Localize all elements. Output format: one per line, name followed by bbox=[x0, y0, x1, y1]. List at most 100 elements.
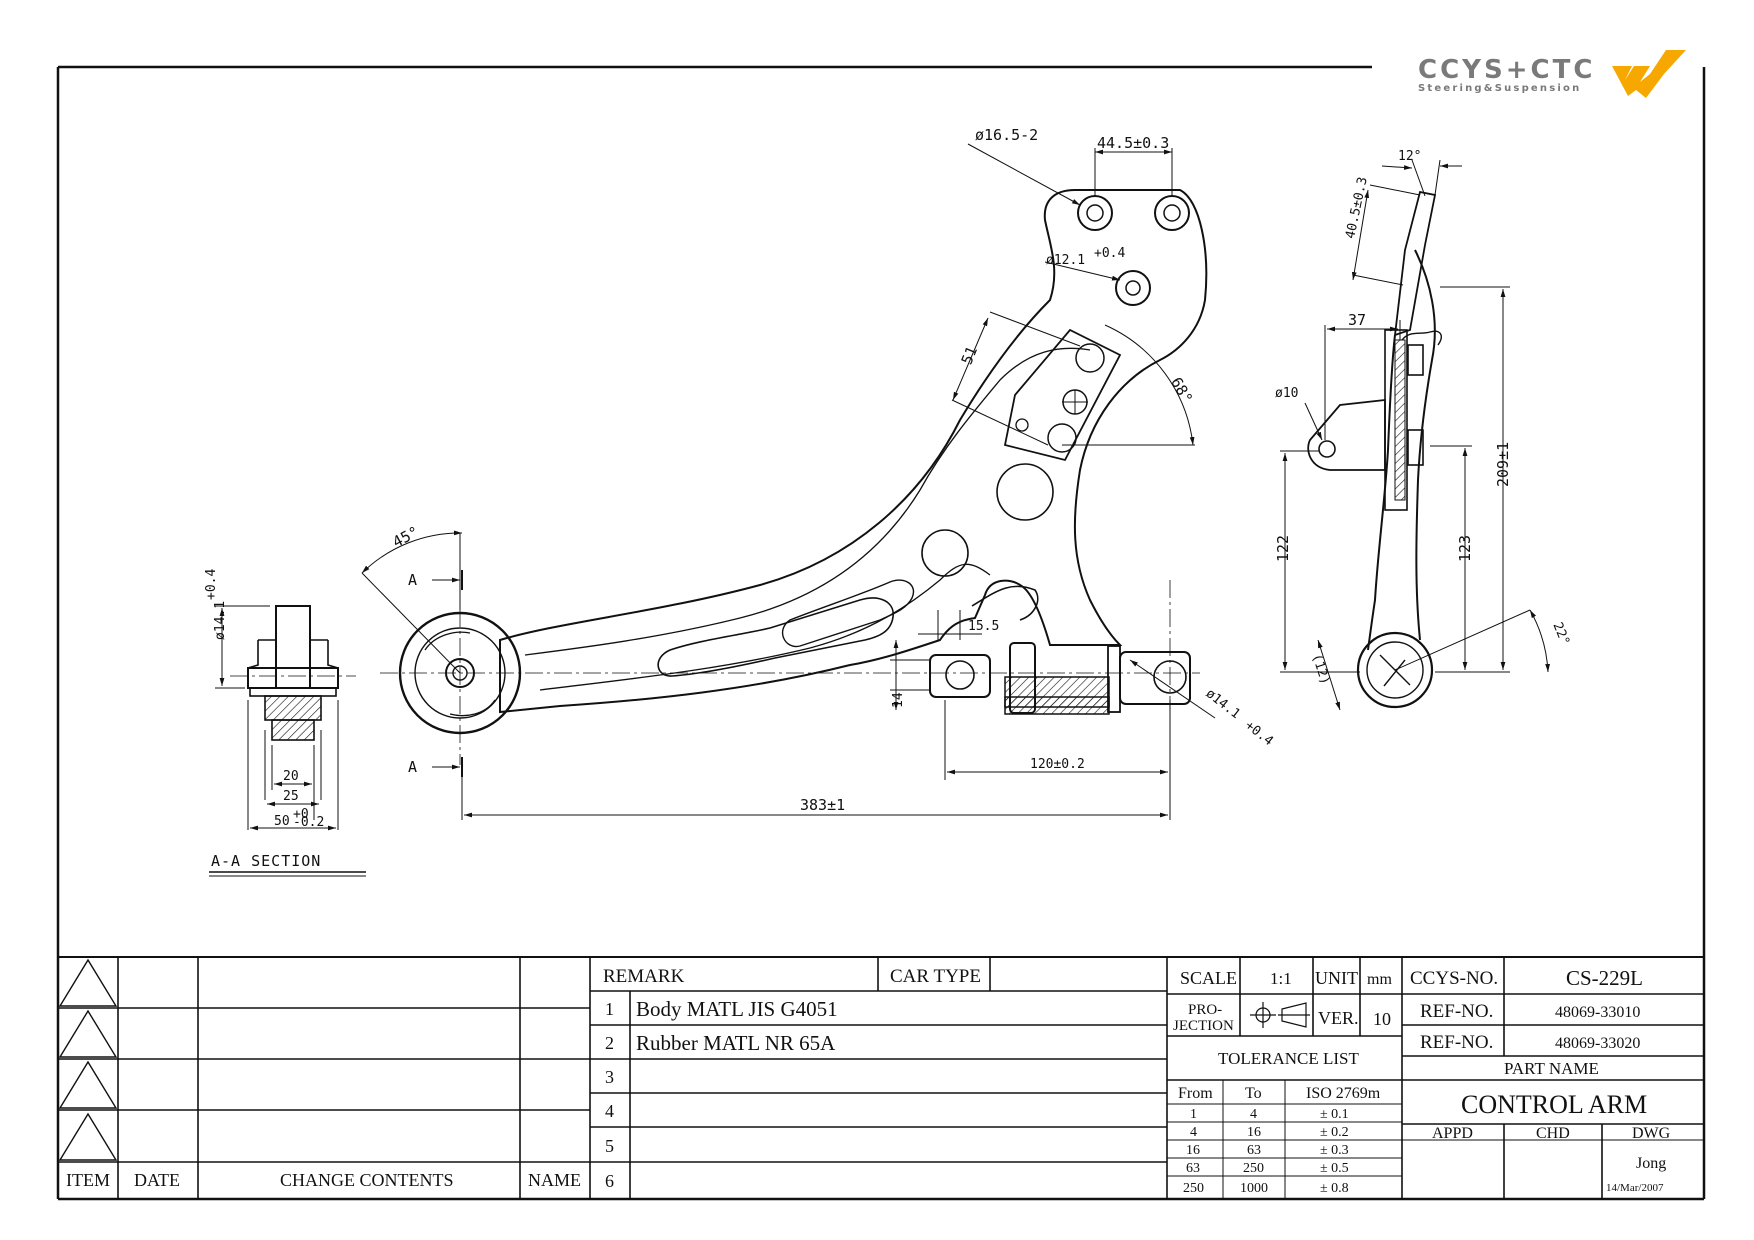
side-37: 37 bbox=[1348, 311, 1366, 329]
company-logo: CCYS+CTC Steering&Suspension bbox=[1418, 50, 1686, 98]
main-view-labels: ø16.5-2 44.5±0.3 ø12.1 +0.4 51 68° 45° A… bbox=[390, 126, 1276, 814]
side-209: 209±1 bbox=[1494, 442, 1512, 487]
ref1-value: 48069-33010 bbox=[1555, 1004, 1640, 1021]
side-d10: ø10 bbox=[1275, 386, 1298, 401]
aa-section-view bbox=[230, 605, 356, 741]
tol-r3-from: 16 bbox=[1186, 1143, 1200, 1158]
dwg-name: Jong bbox=[1636, 1155, 1666, 1172]
sec-50-tol-upper: +0 bbox=[293, 807, 309, 822]
side-angle-22: 22° bbox=[1549, 620, 1572, 647]
ver-value: 10 bbox=[1373, 1009, 1391, 1029]
dim-bushing-dia-tol: +0.4 bbox=[1242, 718, 1276, 749]
sec-dia-tol: +0.4 bbox=[204, 569, 219, 600]
ref2-value: 48069-33020 bbox=[1555, 1035, 1640, 1052]
aa-section-dimensions bbox=[209, 605, 366, 877]
rev-header-change: CHANGE CONTENTS bbox=[280, 1170, 454, 1190]
sheet-border bbox=[56, 65, 1706, 1201]
side-40-5: 40.5±0.3 bbox=[1343, 176, 1371, 240]
tol-r1-from: 1 bbox=[1190, 1107, 1197, 1122]
main-view-dimensions bbox=[361, 143, 1216, 820]
unit-label: UNIT bbox=[1315, 968, 1358, 988]
unit-value: mm bbox=[1367, 971, 1392, 988]
side-view bbox=[1307, 190, 1442, 709]
side-123: 123 bbox=[1456, 535, 1474, 562]
projection-label-1: PRO- bbox=[1188, 1002, 1222, 1018]
tol-r5-from: 250 bbox=[1183, 1181, 1204, 1196]
dim-bushing-dia: ø14.1 bbox=[1203, 686, 1243, 722]
tol-r5-to: 1000 bbox=[1240, 1181, 1268, 1196]
dim-hole-spacing: 44.5±0.3 bbox=[1097, 134, 1169, 152]
dim-angle-68: 68° bbox=[1167, 374, 1196, 406]
sec-50-tol-lower: -0.2 bbox=[293, 815, 324, 830]
tolerance-title: TOLERANCE LIST bbox=[1218, 1049, 1359, 1068]
side-12: (12) bbox=[1309, 652, 1333, 686]
dim-bolt-hole: ø16.5-2 bbox=[975, 126, 1038, 144]
tol-r2-to: 16 bbox=[1247, 1125, 1261, 1140]
dim-center-hole: ø12.1 bbox=[1046, 253, 1085, 268]
part-name-label: PART NAME bbox=[1504, 1059, 1599, 1078]
scale-label: SCALE bbox=[1180, 968, 1237, 988]
logo-mark-icon bbox=[1612, 50, 1686, 98]
projection-symbol-icon bbox=[1250, 1002, 1310, 1028]
dim-120: 120±0.2 bbox=[1030, 757, 1085, 772]
sec-dia: ø14.1 bbox=[213, 601, 228, 640]
car-type-label: CAR TYPE bbox=[890, 966, 981, 987]
side-angle-12: 12° bbox=[1398, 149, 1421, 164]
remark-row-2-text: Rubber MATL NR 65A bbox=[636, 1031, 836, 1055]
projection-label-2: JECTION bbox=[1173, 1018, 1234, 1034]
part-name-value: CONTROL ARM bbox=[1461, 1090, 1647, 1119]
tol-header-iso: ISO 2769m bbox=[1306, 1085, 1381, 1102]
dim-51: 51 bbox=[958, 344, 981, 367]
dwg-label: DWG bbox=[1632, 1125, 1671, 1142]
remark-header: REMARK bbox=[603, 966, 685, 987]
remark-row-4-num: 4 bbox=[605, 1101, 614, 1121]
logo-brand: CCYS+CTC bbox=[1418, 55, 1595, 85]
rev-header-item: ITEM bbox=[66, 1170, 110, 1190]
tol-header-to: To bbox=[1245, 1085, 1262, 1102]
remark-row-5-num: 5 bbox=[605, 1136, 614, 1156]
tol-r4-val: ± 0.5 bbox=[1320, 1161, 1349, 1176]
tol-r2-from: 4 bbox=[1190, 1125, 1197, 1140]
sec-50: 50 bbox=[274, 814, 290, 829]
appd-label: APPD bbox=[1432, 1125, 1473, 1142]
control-arm-top-view bbox=[380, 189, 1208, 765]
sec-20: 20 bbox=[283, 769, 299, 784]
scale-value: 1:1 bbox=[1270, 969, 1292, 988]
rev-header-name: NAME bbox=[528, 1170, 581, 1190]
remark-row-3-num: 3 bbox=[605, 1067, 614, 1087]
ver-label: VER. bbox=[1318, 1008, 1359, 1028]
section-mark-top: A bbox=[408, 571, 417, 589]
dim-center-hole-tol: +0.4 bbox=[1094, 246, 1125, 261]
side-view-dimensions bbox=[1280, 159, 1550, 711]
dim-14: 14 bbox=[891, 692, 906, 708]
aa-section-labels: ø14.1 +0.4 20 25 50 +0 -0.2 A-A SECTION bbox=[204, 569, 324, 870]
remark-row-2-num: 2 bbox=[605, 1033, 614, 1053]
dim-15-5: 15.5 bbox=[968, 619, 999, 634]
chd-label: CHD bbox=[1536, 1125, 1570, 1142]
section-mark-bottom: A bbox=[408, 758, 417, 776]
ref2-label: REF-NO. bbox=[1420, 1032, 1493, 1053]
ccys-no-label: CCYS-NO. bbox=[1410, 968, 1498, 989]
rev-header-date: DATE bbox=[134, 1170, 180, 1190]
title-block-text: ITEM DATE CHANGE CONTENTS NAME REMARK CA… bbox=[66, 966, 1671, 1196]
tol-r1-val: ± 0.1 bbox=[1320, 1107, 1349, 1122]
sec-25: 25 bbox=[283, 789, 299, 804]
remark-row-1-text: Body MATL JIS G4051 bbox=[636, 997, 838, 1021]
title-block bbox=[58, 956, 1704, 1199]
tol-header-from: From bbox=[1178, 1085, 1213, 1102]
dwg-date: 14/Mar/2007 bbox=[1606, 1182, 1664, 1194]
dim-angle-45: 45° bbox=[390, 523, 422, 552]
section-title: A-A SECTION bbox=[211, 852, 321, 870]
ref1-label: REF-NO. bbox=[1420, 1001, 1493, 1022]
tol-r3-val: ± 0.3 bbox=[1320, 1143, 1349, 1158]
side-122: 122 bbox=[1274, 535, 1292, 562]
tol-r3-to: 63 bbox=[1247, 1143, 1261, 1158]
dim-383: 383±1 bbox=[800, 796, 845, 814]
ccys-no-value: CS-229L bbox=[1566, 966, 1643, 990]
tol-r2-val: ± 0.2 bbox=[1320, 1125, 1349, 1140]
tol-r4-to: 250 bbox=[1243, 1161, 1264, 1176]
remark-row-1-num: 1 bbox=[605, 999, 614, 1019]
tol-r4-from: 63 bbox=[1186, 1161, 1200, 1176]
tol-r5-val: ± 0.8 bbox=[1320, 1181, 1349, 1196]
